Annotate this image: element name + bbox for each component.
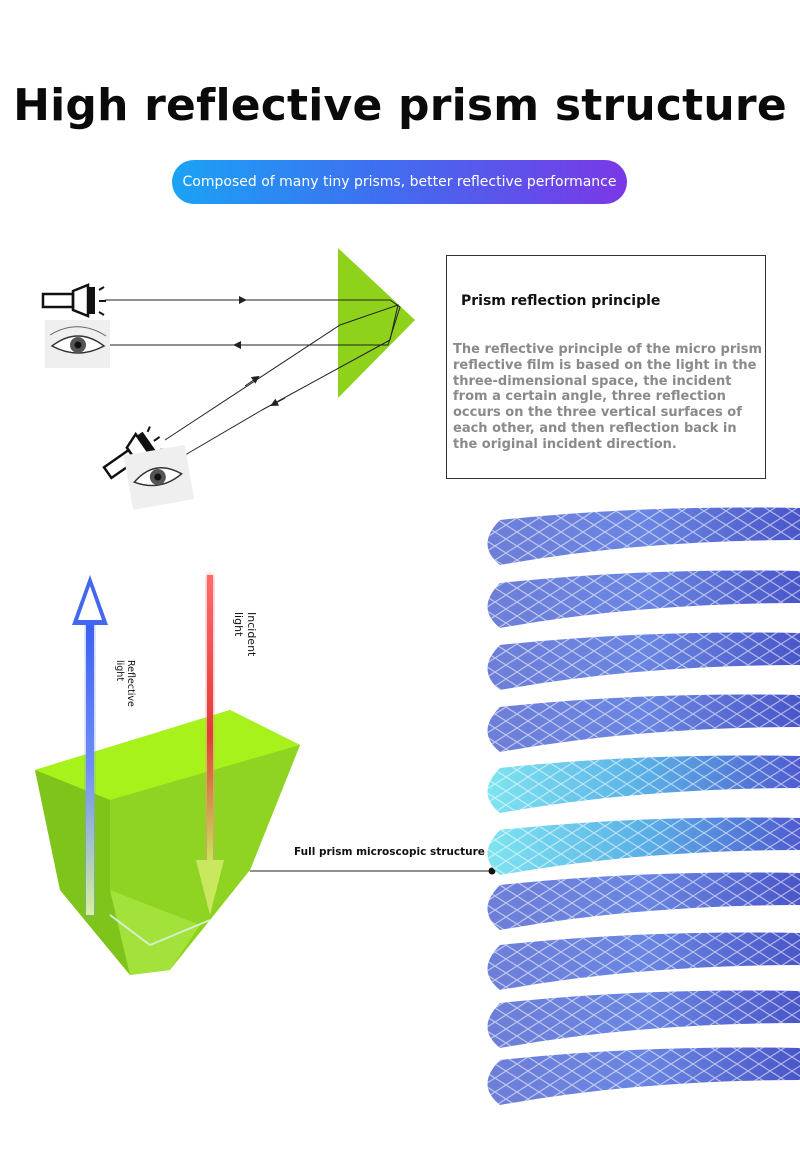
principle-text: The reflective principle of the micro pr… xyxy=(453,342,762,452)
incident-light-label: Incident light xyxy=(232,612,258,657)
reflective-strips xyxy=(487,507,800,1105)
strip xyxy=(487,632,800,690)
strip xyxy=(487,872,800,930)
incident-arrow xyxy=(196,575,224,915)
strip xyxy=(487,570,800,628)
structure-label: Full prism microscopic structure xyxy=(294,846,485,858)
strip xyxy=(487,932,800,990)
pointer-dot xyxy=(488,867,496,875)
strip xyxy=(487,817,800,875)
strip xyxy=(487,990,800,1048)
strip xyxy=(487,1047,800,1105)
subtitle-pill: Composed of many tiny prisms, better ref… xyxy=(172,160,627,204)
strip xyxy=(487,507,800,565)
reflective-arrow xyxy=(72,575,108,915)
strip xyxy=(487,755,800,813)
flashlight-icon xyxy=(41,283,106,318)
strip xyxy=(487,694,800,752)
prism-triangle xyxy=(338,248,415,398)
principle-box: Prism reflection principle The reflectiv… xyxy=(446,255,766,479)
page-title: High reflective prism structure xyxy=(13,80,787,131)
eye-icon xyxy=(123,444,195,510)
prism-3d xyxy=(35,710,300,975)
reflective-light-label: Reflective light xyxy=(114,660,136,707)
principle-heading: Prism reflection principle xyxy=(461,293,661,309)
eye-icon xyxy=(45,320,110,368)
